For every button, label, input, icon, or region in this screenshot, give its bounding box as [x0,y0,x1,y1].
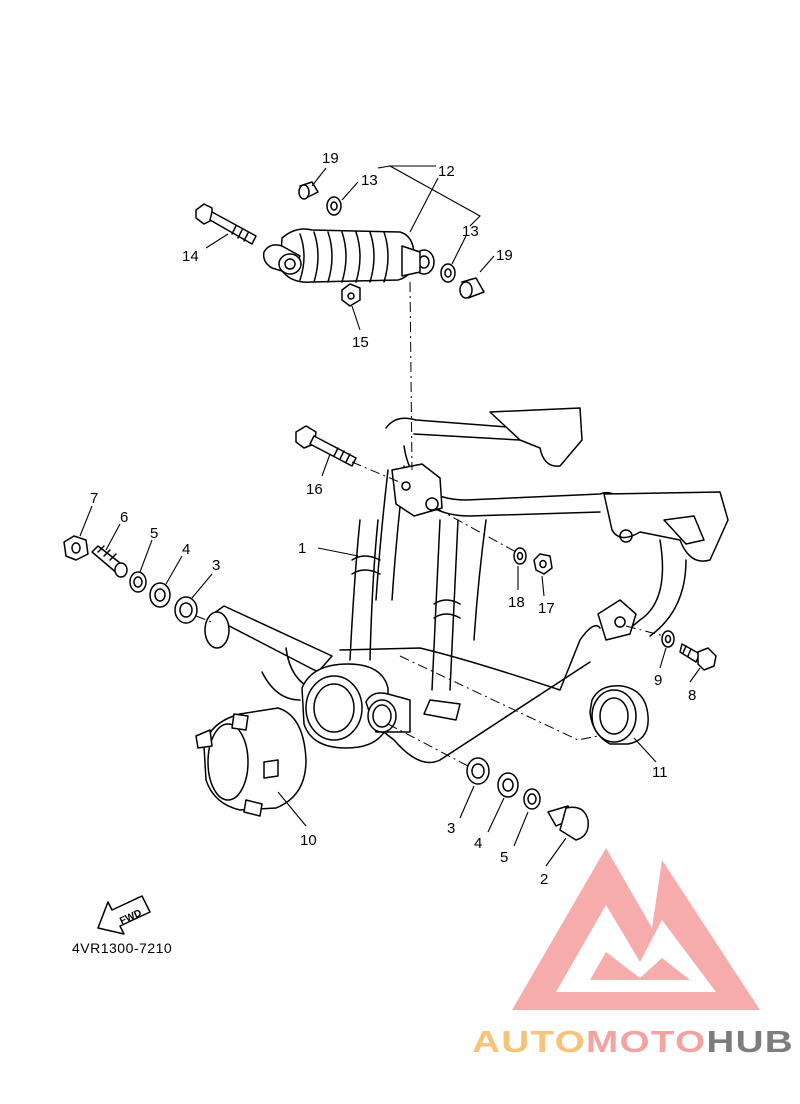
nut-17 [533,553,553,575]
callout-4-right: 4 [474,835,482,852]
watermark-logo-icon [512,848,760,1010]
collar-19-upper [298,181,319,200]
callout-7: 7 [90,490,98,507]
nut-7 [63,535,89,561]
watermark-hub: HUB [706,1024,794,1059]
callout-18: 18 [508,594,525,611]
callout-19-upper: 19 [322,150,339,167]
washer-13-lower [440,263,456,283]
callout-1: 1 [298,540,306,557]
callout-15: 15 [352,334,369,351]
callout-11: 11 [652,764,668,781]
callout-3-right: 3 [447,820,455,837]
callout-16: 16 [306,481,323,498]
rear-shock-absorber [262,228,435,283]
callout-12: 12 [438,163,455,180]
washer-13-upper [326,196,342,216]
chain-guard-10 [195,707,307,817]
callout-17: 17 [538,600,555,617]
fwd-arrow-icon: FWD [97,895,151,935]
leader-lines [79,165,701,867]
alignment-lines [195,281,665,767]
callout-8: 8 [688,687,696,704]
callout-2: 2 [540,871,548,888]
washer-5-left [129,571,147,593]
callout-4-left: 4 [182,541,190,558]
nut-15 [341,283,361,307]
pivot-bolt-2 [547,805,589,841]
watermark-moto: MOTO [586,1024,706,1059]
watermark-auto: AUTO [472,1024,586,1059]
swingarm-frame [204,407,729,764]
callout-labels: 19 13 12 13 19 14 15 16 1 7 6 5 4 3 18 1… [90,150,696,888]
washer-5-right [523,788,541,810]
bearing-3-right [466,757,490,785]
callout-13-upper: 13 [361,172,378,189]
washer-9 [661,630,675,648]
cap-11 [589,685,649,745]
callout-19-lower: 19 [496,247,513,264]
shaft-6 [91,545,128,578]
callout-5-left: 5 [150,525,158,542]
callout-5-right: 5 [500,849,508,866]
bolt-16 [295,425,357,467]
seal-4-left [149,582,171,608]
callout-13-lower: 13 [462,223,479,240]
bolt-14 [195,203,257,245]
callout-10: 10 [300,832,317,849]
callout-9: 9 [654,672,662,689]
diagram-part-code: 4VR1300-7210 [72,940,172,956]
callout-6: 6 [120,509,128,526]
washer-18 [513,547,527,565]
callout-3-left: 3 [212,557,220,574]
bolt-8 [679,643,717,671]
bearing-3-left [174,596,198,624]
callout-14: 14 [182,248,199,265]
seal-4-right [497,772,519,798]
collar-19-lower [459,277,485,299]
